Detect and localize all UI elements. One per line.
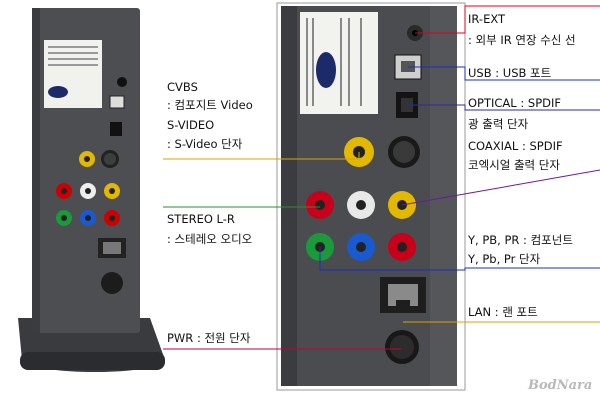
label-cvbs: CVBS [167, 80, 198, 94]
label-stereo: STEREO L-R [167, 212, 235, 226]
label-coaxial: COAXIAL : SPDIF [468, 139, 563, 153]
label-stereo-desc: : 스테레오 오디오 [167, 232, 253, 246]
label-coaxial-desc: 코엑시얼 출력 단자 [468, 158, 560, 172]
label-pwr: PWR : 전원 단자 [167, 331, 251, 345]
watermark-logo: BodNara [528, 378, 593, 393]
label-lan: LAN : 랜 포트 [468, 305, 538, 319]
line-optical [407, 104, 600, 111]
label-svideo-desc: : S-Video 단자 [167, 137, 243, 151]
line-usb [408, 66, 600, 81]
label-optical-desc: 광 출력 단자 [468, 117, 529, 131]
label-ypbpr-desc: Y, Pb, Pr 단자 [468, 252, 541, 266]
label-svideo: S-VIDEO [167, 118, 215, 132]
line-coaxial [401, 169, 600, 206]
label-optical: OPTICAL : SPDIF [468, 96, 561, 110]
line-ypbpr [319, 247, 600, 271]
label-irext-desc: : 외부 IR 연장 수신 선 [468, 33, 576, 47]
label-cvbs-desc: : 컴포지트 Video [167, 98, 253, 112]
label-usb: USB : USB 포트 [468, 66, 552, 80]
label-ypbpr: Y, PB, PR : 컴포넌트 [468, 233, 573, 247]
left-device-body [32, 8, 140, 333]
line-irext [415, 5, 600, 34]
label-irext: IR-EXT [468, 12, 506, 26]
right-device-closeup [276, 2, 466, 391]
line-cvbs [163, 152, 360, 160]
